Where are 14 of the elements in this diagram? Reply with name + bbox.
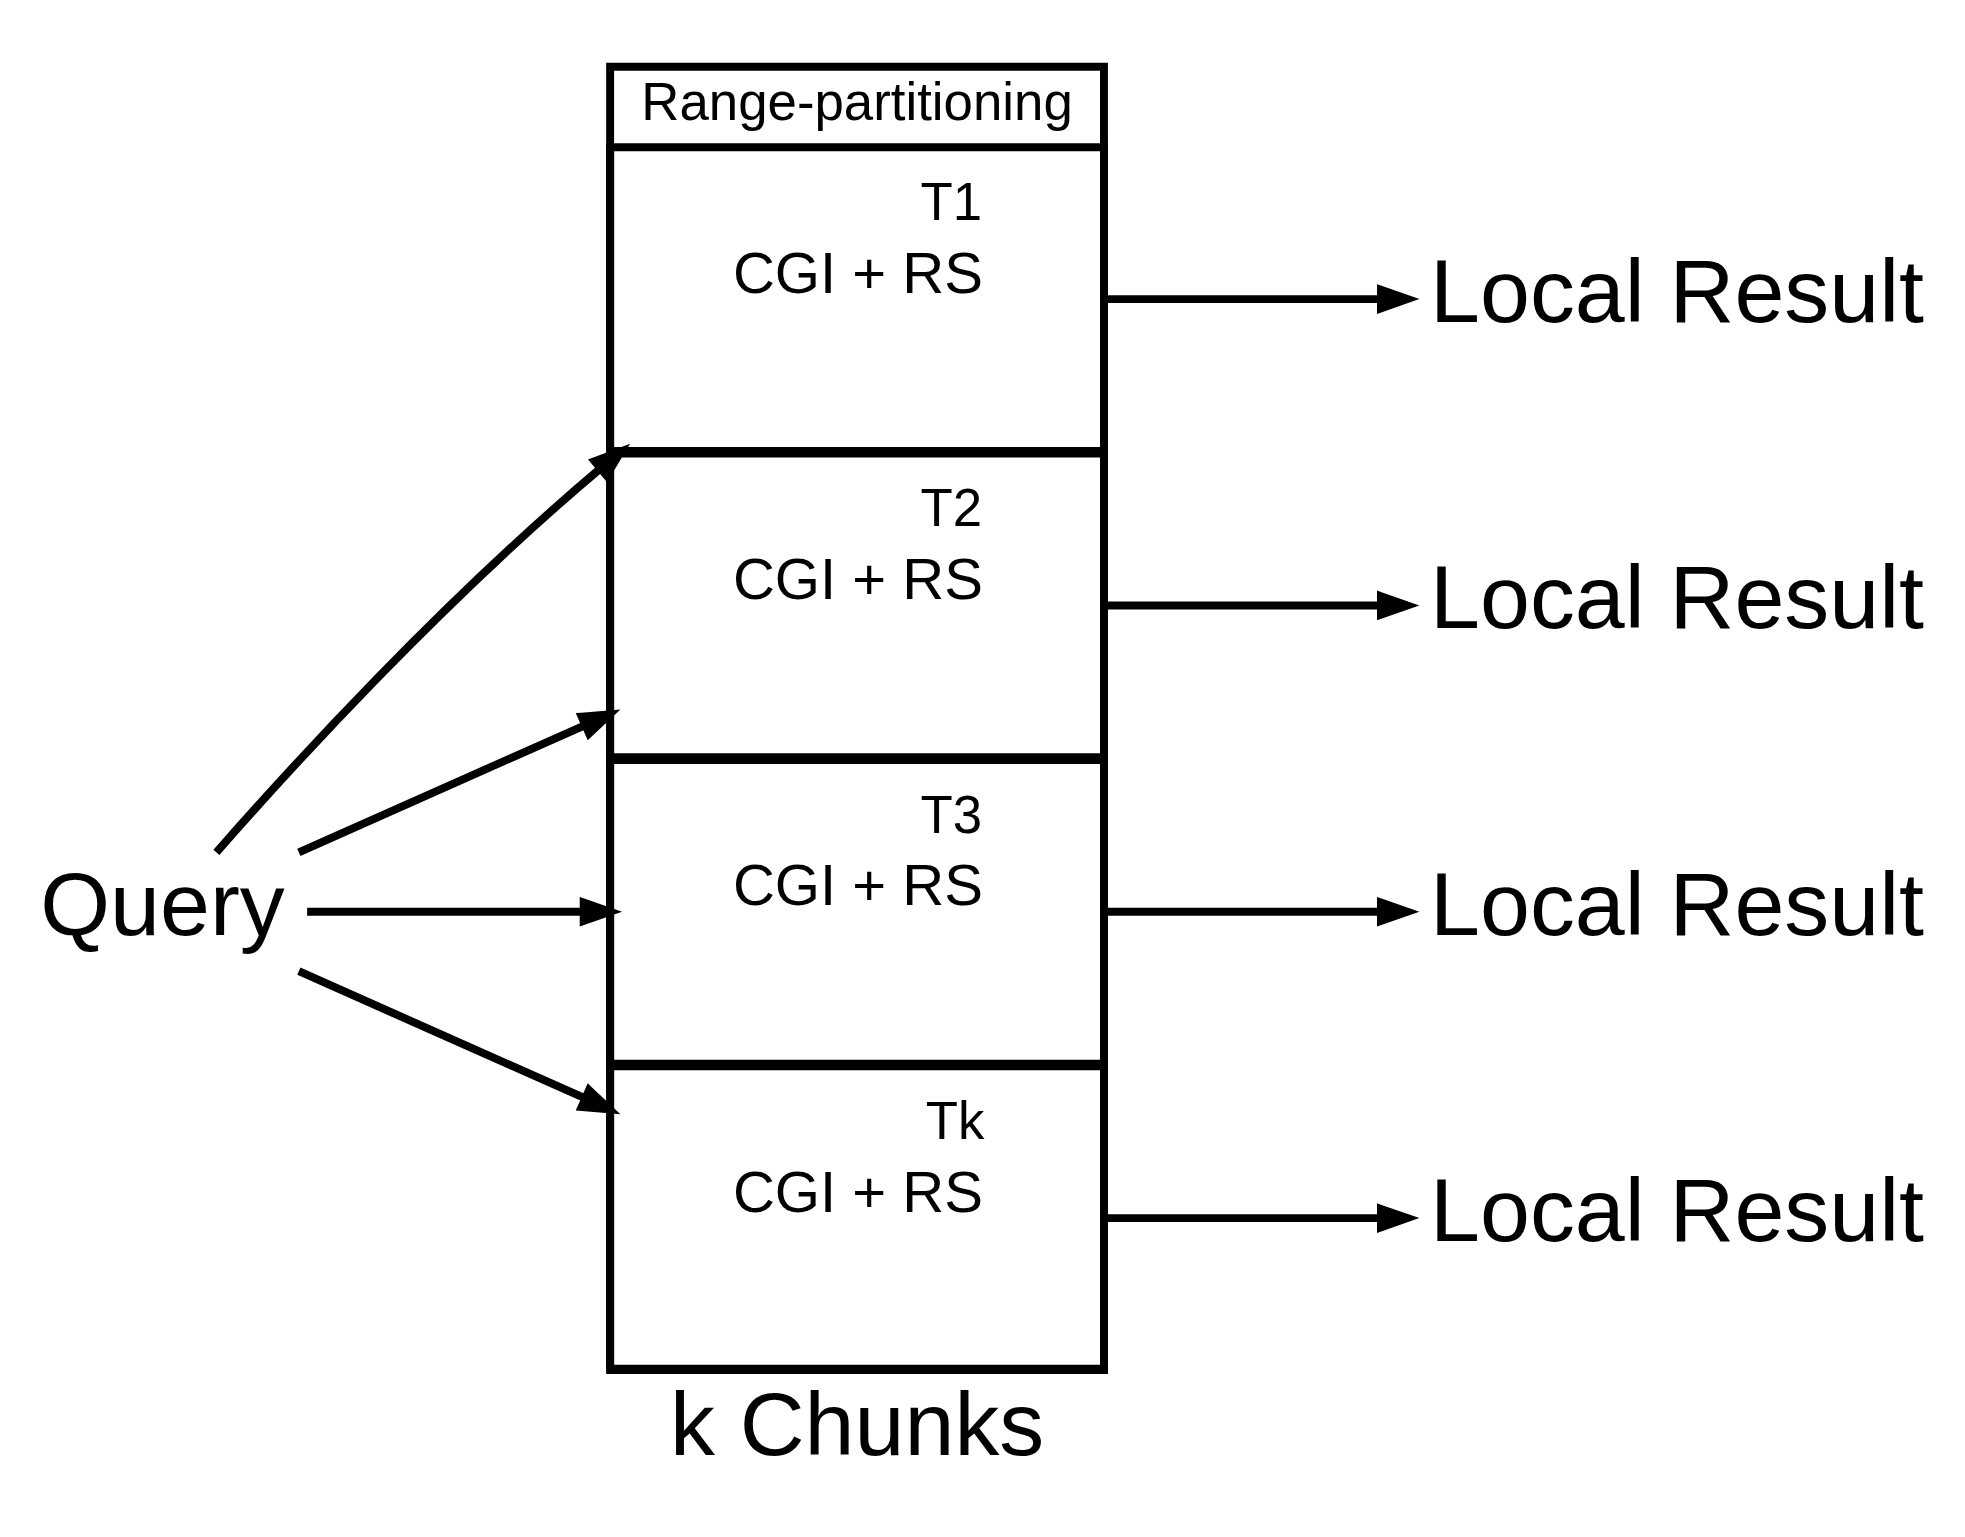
arrow (1104, 896, 1420, 927)
node-box: Tk CGI + RS (606, 1062, 1108, 1374)
node-text: Local Result (1430, 853, 1925, 954)
arrow (213, 443, 631, 855)
arrow (1104, 1203, 1420, 1233)
node-label: k Chunks (669, 1373, 1045, 1474)
node-text: Local Result (1430, 241, 1925, 342)
arrow (1104, 284, 1420, 314)
node-text: Local Result (1430, 547, 1925, 648)
arrow (1104, 590, 1420, 621)
arrow (297, 709, 621, 856)
node-text: Query (40, 853, 285, 954)
arrow (297, 967, 621, 1115)
node-text: Local Result (1430, 1160, 1925, 1261)
